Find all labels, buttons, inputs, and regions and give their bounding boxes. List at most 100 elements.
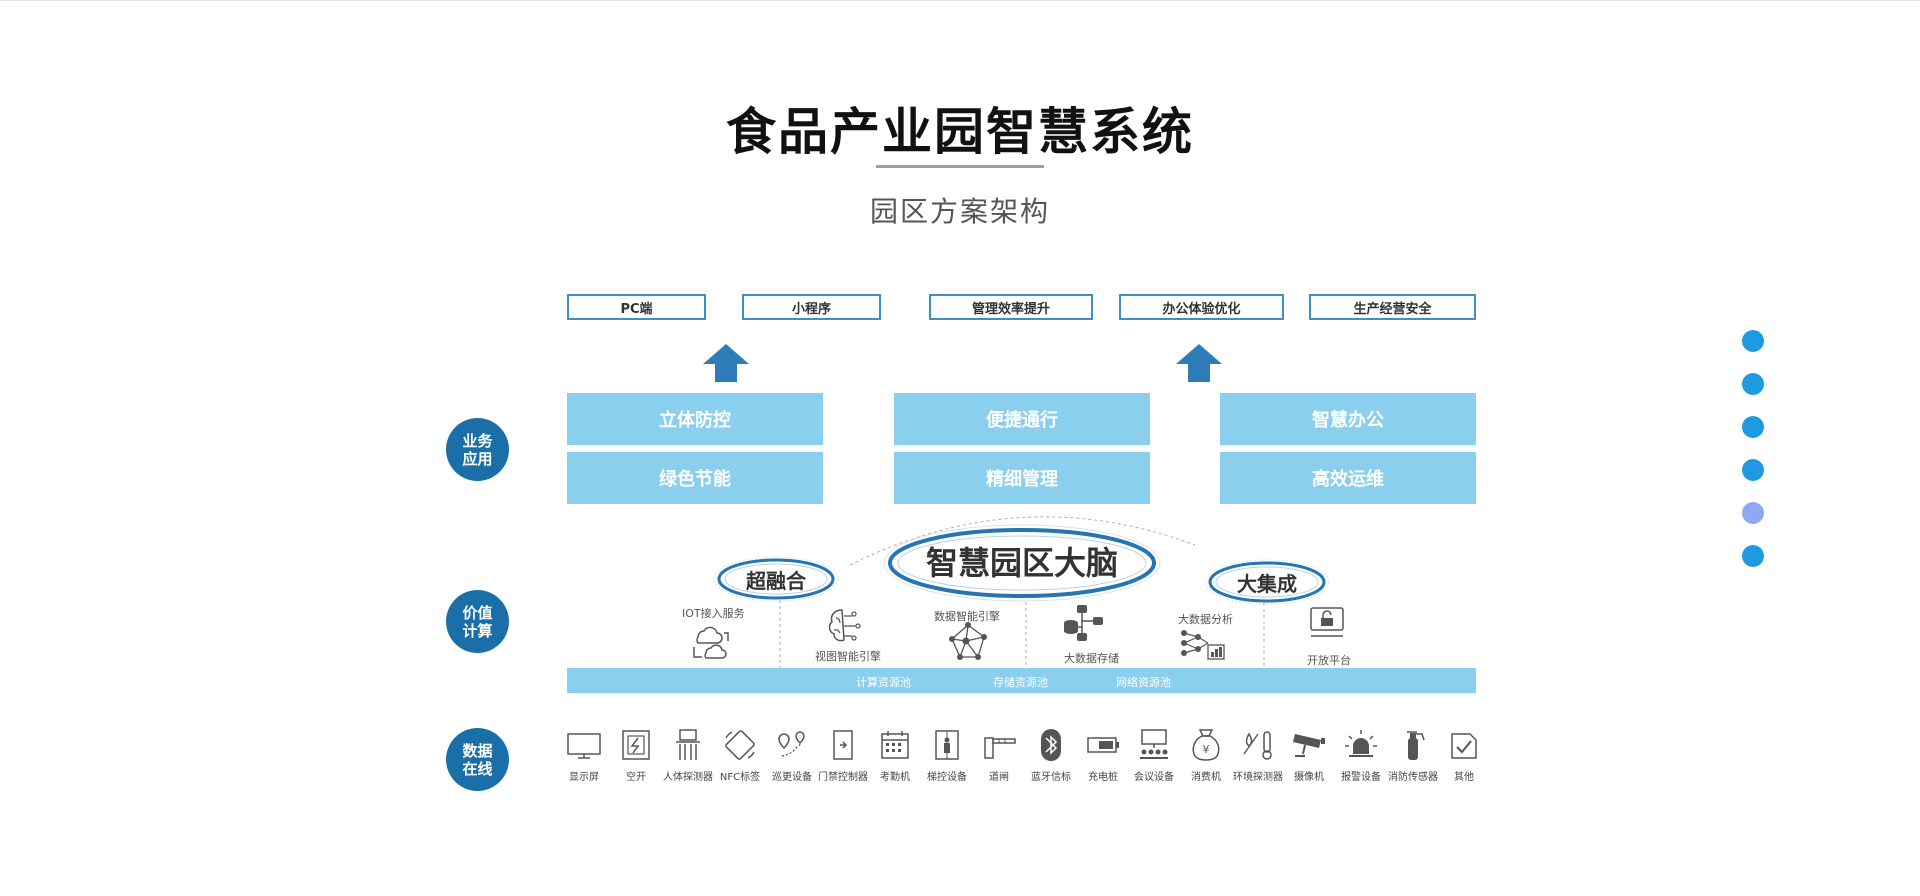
storage-pool-label: 存储资源池 — [993, 676, 1048, 689]
device-label: 人体探测器 — [663, 772, 713, 783]
nav-dot-2[interactable] — [1742, 373, 1764, 395]
device-pos: ¥ 消费机 — [1180, 728, 1232, 783]
device-label: 道闸 — [989, 772, 1009, 783]
top-divider — [0, 0, 1920, 1]
device-label: 环境探测器 — [1233, 772, 1283, 783]
layer-label-line: 计算 — [462, 621, 493, 640]
device-label: 蓝牙信标 — [1031, 772, 1071, 783]
device-label: 其他 — [1454, 772, 1474, 783]
resource-pool-bar — [567, 668, 1476, 693]
camera-icon — [1293, 734, 1325, 757]
device-nfc-tag: NFC标签 — [714, 728, 766, 783]
device-label: 会议设备 — [1134, 772, 1174, 783]
breaker-icon — [622, 730, 650, 760]
elevator-icon — [935, 730, 959, 760]
integration-label: 大集成 — [1237, 572, 1297, 596]
layer-label-line: 在线 — [462, 759, 493, 778]
device-label: 巡更设备 — [772, 772, 812, 783]
big-data-analysis-label: 大数据分析 — [1178, 613, 1233, 626]
open-platform-label: 开放平台 — [1307, 654, 1351, 667]
device-label: 门禁控制器 — [818, 772, 868, 783]
device-label: 消费机 — [1191, 772, 1221, 783]
title-underline — [876, 165, 1044, 168]
cloud-icon — [693, 626, 729, 659]
monitor-icon — [567, 733, 601, 759]
nfc-tag-icon — [725, 730, 755, 760]
charging-pile-icon — [1087, 737, 1119, 753]
device-attendance: 考勤机 — [869, 728, 921, 783]
device-bluetooth-beacon: 蓝牙信标 — [1025, 728, 1077, 783]
other-icon — [1451, 733, 1477, 759]
brain-engine-icon — [828, 609, 861, 642]
nav-dot-3[interactable] — [1742, 416, 1764, 438]
meeting-device-icon — [1140, 729, 1168, 759]
data-engine-label: 数据智能引擎 — [934, 610, 1000, 623]
nav-dot-5[interactable] — [1742, 502, 1764, 524]
pos-machine-icon: ¥ — [1192, 729, 1220, 761]
nav-dot-6[interactable] — [1742, 545, 1764, 567]
app-smart-office: 智慧办公 — [1220, 393, 1476, 445]
output-efficiency: 管理效率提升 — [929, 294, 1093, 320]
device-body-sensor: 人体探测器 — [662, 728, 714, 783]
up-arrow-icon — [1176, 344, 1222, 382]
attendance-icon — [881, 731, 909, 759]
layer-label-line: 价值 — [462, 603, 493, 622]
device-alarm: 报警设备 — [1335, 728, 1387, 783]
svg-text:¥: ¥ — [1203, 743, 1210, 756]
device-other: 其他 — [1438, 728, 1490, 783]
network-pool-label: 网络资源池 — [1116, 676, 1171, 689]
page-title: 食品产业园智慧系统 — [726, 103, 1194, 161]
smart-park-brain-label: 智慧园区大脑 — [925, 544, 1118, 582]
network-graph-icon — [949, 622, 987, 660]
device-meeting: 会议设备 — [1128, 728, 1180, 783]
device-camera: 摄像机 — [1283, 728, 1335, 783]
body-sensor-icon — [676, 729, 700, 760]
up-arrow-icon — [703, 344, 749, 382]
compute-pool-label: 计算资源池 — [856, 676, 911, 689]
alarm-icon — [1345, 730, 1377, 757]
barrier-gate-icon — [984, 737, 1016, 759]
device-label: 消防传感器 — [1388, 772, 1438, 783]
patrol-icon — [778, 731, 805, 757]
layer-label-business: 业务 应用 — [446, 418, 509, 481]
bluetooth-beacon-icon — [1041, 729, 1061, 761]
device-label: 报警设备 — [1341, 772, 1381, 783]
app-convenient-access: 便捷通行 — [894, 393, 1150, 445]
device-label: 空开 — [626, 772, 646, 783]
device-monitor: 显示屏 — [558, 728, 610, 783]
layer-label-line: 业务 — [462, 431, 493, 450]
device-charging-pile: 充电桩 — [1077, 728, 1129, 783]
output-production-safety: 生产经营安全 — [1309, 294, 1476, 320]
iot-access-label: IOT接入服务 — [682, 607, 745, 620]
device-label: 摄像机 — [1294, 772, 1324, 783]
app-efficient-ops: 高效运维 — [1220, 452, 1476, 504]
app-fine-management: 精细管理 — [894, 452, 1150, 504]
device-fire-sensor: 消防传感器 — [1387, 728, 1439, 783]
output-pc: PC端 — [567, 294, 706, 320]
device-label: 显示屏 — [569, 772, 599, 783]
device-patrol: 巡更设备 — [766, 728, 818, 783]
device-barrier-gate: 道闸 — [973, 728, 1025, 783]
open-platform-icon — [1310, 607, 1344, 637]
hyper-convergence-label: 超融合 — [746, 569, 806, 593]
door-controller-icon — [833, 730, 853, 760]
device-door-controller: 门禁控制器 — [817, 728, 869, 783]
device-elevator: 梯控设备 — [921, 728, 973, 783]
environment-sensor-icon — [1243, 731, 1272, 760]
device-label: 梯控设备 — [927, 772, 967, 783]
app-energy-saving: 绿色节能 — [567, 452, 823, 504]
layer-label-line: 应用 — [462, 449, 493, 468]
nav-dot-1[interactable] — [1742, 330, 1764, 352]
layer-label-line: 数据 — [462, 741, 493, 760]
nav-dot-4[interactable] — [1742, 459, 1764, 481]
device-label: 考勤机 — [880, 772, 910, 783]
device-environment-sensor: 环境探测器 — [1232, 728, 1284, 783]
compute-layer-decoration — [713, 516, 1330, 668]
vision-engine-label: 视图智能引擎 — [815, 650, 881, 663]
fire-extinguisher-icon — [1407, 731, 1425, 760]
device-breaker: 空开 — [610, 728, 662, 783]
output-mini-program: 小程序 — [742, 294, 881, 320]
layer-label-data: 数据 在线 — [446, 728, 509, 791]
layer-label-compute: 价值 计算 — [446, 590, 509, 653]
page-subtitle: 园区方案架构 — [869, 195, 1050, 228]
